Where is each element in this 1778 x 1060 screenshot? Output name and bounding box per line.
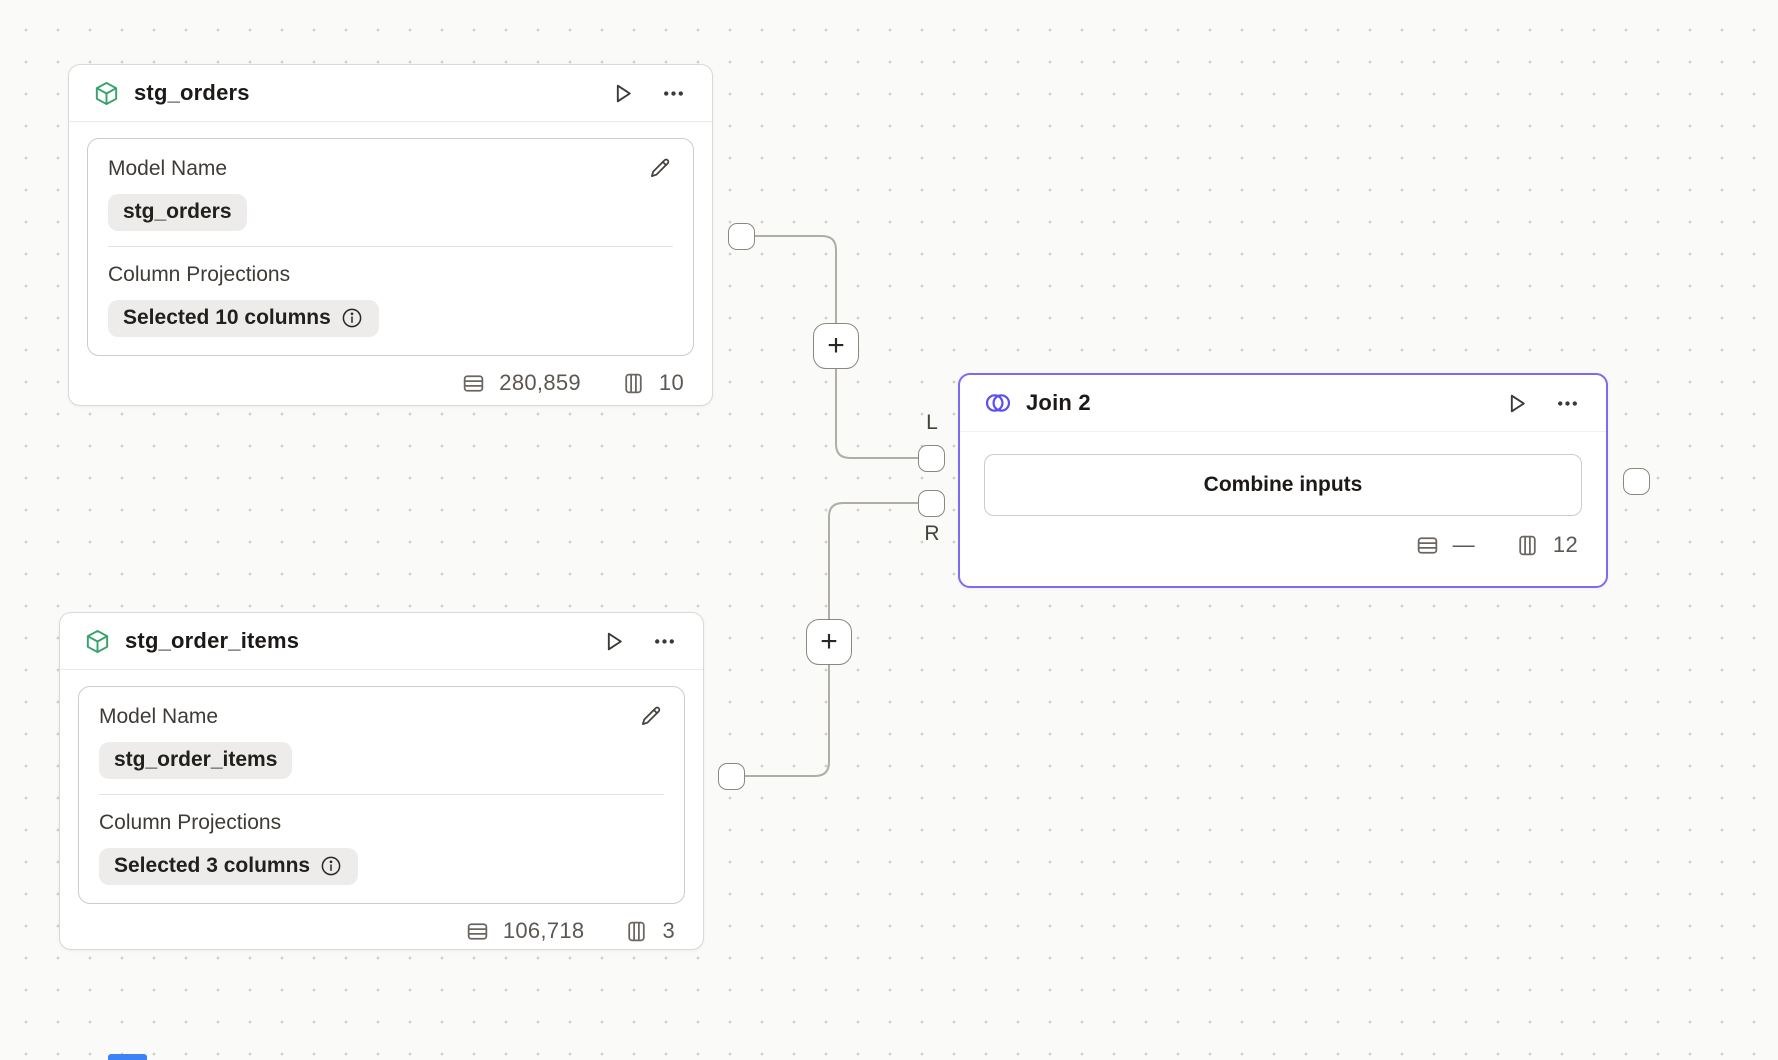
node-header: stg_orders [69, 65, 712, 122]
node-stg-order-items[interactable]: stg_order_items Model Name [59, 612, 704, 950]
info-icon[interactable] [340, 306, 364, 330]
add-step-button-top-wire[interactable]: + [813, 323, 859, 369]
column-projections-value: Selected 3 columns [114, 854, 311, 877]
node-footer: 280,859 10 [87, 356, 694, 398]
kebab-menu-icon[interactable] [652, 629, 677, 654]
output-port-stg-orders[interactable] [728, 223, 755, 250]
table-rows-icon [467, 922, 488, 940]
model-name-value: stg_order_items [114, 748, 278, 771]
node-body: Model Name stg_orders Column Projections… [69, 122, 712, 412]
table-columns-icon [625, 373, 642, 393]
horizontal-scroll-indicator[interactable] [108, 1054, 147, 1060]
column-projections-value: Selected 10 columns [123, 306, 331, 329]
kebab-menu-icon[interactable] [1555, 391, 1580, 416]
row-count: 280,859 [499, 370, 581, 395]
cube-icon [93, 80, 120, 107]
node-header: stg_order_items [60, 613, 703, 670]
row-count: — [1452, 532, 1475, 557]
left-port-label: L [926, 411, 938, 434]
table-rows-icon [464, 374, 484, 392]
column-projections-chip[interactable]: Selected 10 columns [108, 300, 379, 337]
pencil-icon[interactable] [647, 155, 673, 181]
table-columns-icon [1519, 535, 1536, 555]
model-name-chip[interactable]: stg_order_items [99, 742, 293, 779]
node-title: stg_order_items [125, 628, 300, 653]
cube-icon [84, 628, 111, 655]
kebab-menu-icon[interactable] [661, 81, 686, 106]
model-name-value: stg_orders [123, 200, 232, 223]
info-icon[interactable] [319, 854, 343, 878]
column-count: 3 [662, 918, 675, 943]
table-rows-icon [1417, 536, 1437, 554]
column-count: 10 [658, 370, 684, 395]
table-columns-icon [628, 921, 646, 941]
model-config-card: Model Name stg_orders Column Projections… [87, 138, 694, 356]
node-footer: — 12 [960, 516, 1606, 558]
divider [108, 246, 673, 247]
column-projections-label: Column Projections [99, 811, 282, 834]
add-step-button-bottom-wire[interactable]: + [806, 619, 852, 665]
play-icon[interactable] [1504, 391, 1529, 416]
output-port-stg-order-items[interactable] [718, 763, 745, 790]
model-config-card: Model Name stg_order_items Column Projec… [78, 686, 685, 904]
join-left-input-port[interactable] [918, 445, 945, 472]
model-name-label: Model Name [108, 157, 228, 180]
node-stg-orders[interactable]: stg_orders Model Name [68, 64, 713, 406]
play-icon[interactable] [601, 629, 626, 654]
join-right-input-port[interactable] [918, 490, 945, 517]
node-header: Join 2 [960, 375, 1606, 432]
venn-diagram-icon [984, 389, 1012, 417]
join-output-port[interactable] [1623, 468, 1650, 495]
pencil-icon[interactable] [638, 703, 664, 729]
model-name-chip[interactable]: stg_orders [108, 194, 247, 231]
node-join-2[interactable]: Join 2 Combine inputs — [958, 373, 1608, 588]
divider [99, 794, 664, 795]
combine-inputs-button[interactable]: Combine inputs [984, 454, 1582, 516]
node-body: Model Name stg_order_items Column Projec… [60, 670, 703, 960]
node-title: Join 2 [1026, 390, 1091, 415]
right-port-label: R [924, 522, 940, 545]
node-title: stg_orders [134, 80, 250, 105]
column-projections-chip[interactable]: Selected 3 columns [99, 848, 359, 885]
node-footer: 106,718 3 [78, 904, 685, 946]
model-name-label: Model Name [99, 705, 219, 728]
row-count: 106,718 [502, 918, 585, 943]
column-projections-label: Column Projections [108, 263, 291, 286]
play-icon[interactable] [610, 81, 635, 106]
column-count: 12 [1552, 532, 1578, 557]
